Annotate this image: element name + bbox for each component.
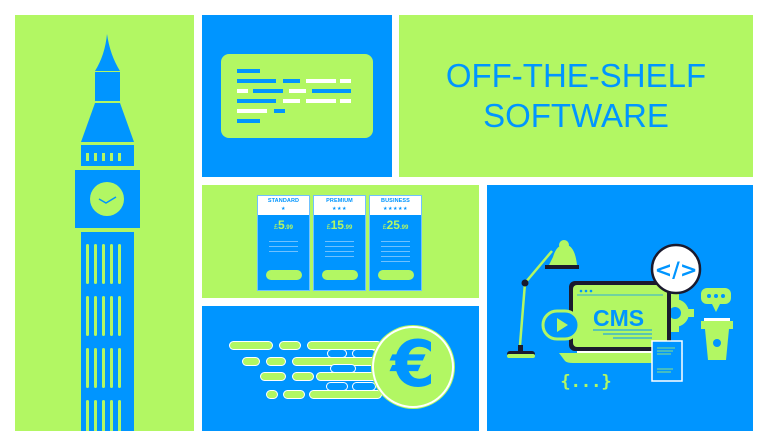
cms-panel: CMS </> {...} — [487, 185, 753, 431]
plan-price: £5.99 — [274, 218, 293, 232]
pricing-panel: STANDARD ★ £5.99 PREMIUM ★★★ £15.99 BUSI… — [202, 185, 479, 298]
curly-braces-icon: {...} — [560, 372, 611, 392]
laptop-icon: CMS — [559, 281, 683, 363]
pricing-plan-premium: PREMIUM ★★★ £15.99 — [313, 195, 366, 291]
desk-lamp-icon — [507, 240, 579, 358]
star-rating-icon: ★ — [281, 206, 286, 212]
pricing-plan-standard: STANDARD ★ £5.99 — [257, 195, 310, 291]
plan-name: STANDARD — [267, 198, 300, 204]
star-rating-icon: ★★★ — [332, 206, 347, 212]
code-tag-icon: </> — [650, 243, 702, 295]
plan-price: £15.99 — [326, 218, 353, 232]
euro-panel: € — [202, 306, 479, 431]
chat-bubble-icon — [701, 288, 731, 312]
star-rating-icon: ★★★★★ — [383, 206, 408, 212]
big-ben-icon — [75, 34, 140, 431]
page-title: OFF-THE-SHELF SOFTWARE — [446, 56, 706, 136]
select-plan-button[interactable] — [322, 270, 358, 280]
title-line-2: SOFTWARE — [483, 97, 669, 134]
big-ben-panel — [15, 15, 194, 431]
pricing-plan-business: BUSINESS ★★★★★ £25.99 — [369, 195, 422, 291]
plan-price: £25.99 — [382, 218, 409, 232]
code-panel — [202, 15, 392, 177]
svg-text:</>: </> — [655, 258, 698, 282]
document-icon — [651, 340, 683, 382]
cms-illustration: CMS </> {...} — [507, 240, 733, 392]
cms-label: CMS — [593, 305, 644, 331]
select-plan-button[interactable] — [266, 270, 302, 280]
title-panel: OFF-THE-SHELF SOFTWARE — [399, 15, 753, 177]
euro-coin-icon: € — [372, 326, 454, 408]
plan-name: PREMIUM — [326, 198, 353, 204]
video-play-icon — [541, 309, 581, 341]
title-line-1: OFF-THE-SHELF — [445, 57, 707, 94]
coffee-cup-icon — [701, 318, 733, 360]
select-plan-button[interactable] — [378, 270, 414, 280]
code-editor-card-icon — [221, 54, 373, 138]
clock-face-icon — [90, 182, 124, 216]
euro-symbol: € — [390, 328, 436, 402]
plan-name: BUSINESS — [381, 198, 410, 204]
